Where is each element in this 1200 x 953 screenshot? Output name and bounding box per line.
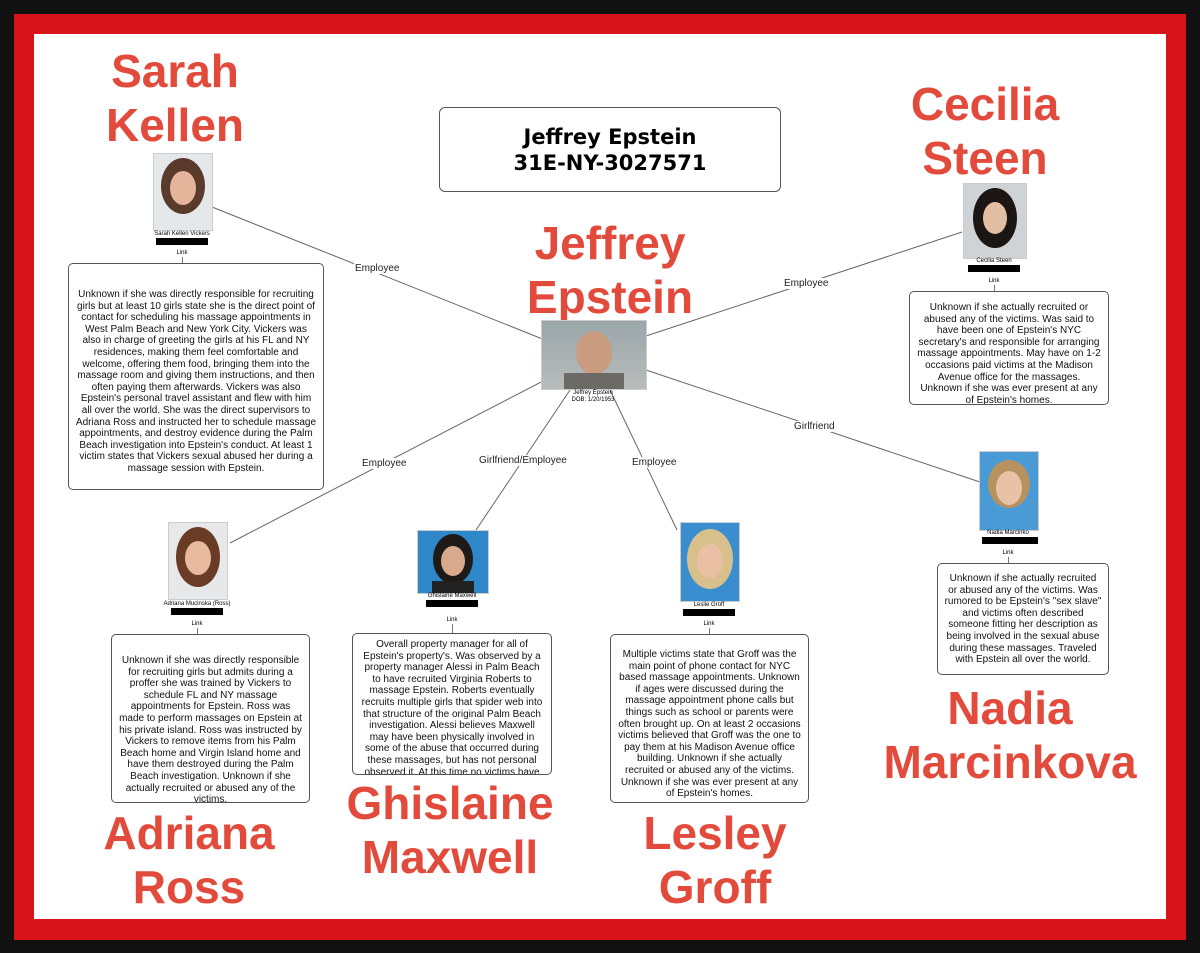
ross-tick [197,628,198,634]
marcinkova-redaction [982,537,1038,544]
steen-link: Link [988,278,1000,284]
groff-link: Link [703,621,715,627]
ross-photo [168,522,228,600]
maxwell-tick [452,624,453,633]
kellen-link: Link [176,250,188,256]
kellen-redaction [156,238,208,245]
edge-label-steen: Employee [783,278,830,289]
kellen-caption: Sarah Kellen Vickers [154,231,210,237]
edge-label-ross: Employee [361,458,408,469]
maxwell-link: Link [446,617,458,623]
edge-label-marcinkova: Girlfriend [793,421,836,432]
epstein-photo [541,320,647,390]
ross-link: Link [191,621,203,627]
kellen-photo [153,153,213,231]
epstein-dob: DOB: 1/20/1953 [571,397,615,403]
maxwell-caption: Ghislaine Maxwell [427,593,477,599]
steen-redaction [968,265,1020,272]
kellen-description: Unknown if she was directly responsible … [68,263,324,490]
kellen-tick [182,257,183,263]
maxwell-photo [417,530,489,594]
groff-photo [680,522,740,602]
steen-description: Unknown if she actually recruited or abu… [909,291,1109,405]
groff-description: Multiple victims state that Groff was th… [610,634,809,803]
steen-caption: Cecilia Steen [976,258,1012,264]
edge-label-groff: Employee [631,457,678,468]
edge-label-kellen: Employee [354,263,401,274]
marcinkova-photo [979,451,1039,531]
ross-description: Unknown if she was directly responsible … [111,634,310,803]
maxwell-redaction [426,600,478,607]
steen-photo [963,183,1027,259]
case-name: Jeffrey Epstein [523,124,697,149]
edge-label-maxwell: Girlfriend/Employee [478,455,568,466]
marcinkova-description: Unknown if she actually recruited or abu… [937,563,1109,675]
groff-tick [709,628,710,634]
marcinkova-tick [1008,557,1009,563]
marcinkova-link: Link [1002,550,1014,556]
ross-redaction [171,608,223,615]
ross-caption: Adriana Mucinska (Ross) [163,601,231,607]
steen-tick [994,285,995,291]
groff-caption: Leslie Groff [693,602,725,608]
epstein-caption: Jeffrey Epstein [573,390,613,396]
groff-redaction [683,609,735,616]
marcinkova-caption: Nadia Marcinko [987,530,1029,536]
maxwell-description: Overall property manager for all of Epst… [352,633,552,775]
case-header-box: Jeffrey Epstein 31E-NY-3027571 [439,107,781,192]
case-number: 31E-NY-3027571 [513,150,707,175]
